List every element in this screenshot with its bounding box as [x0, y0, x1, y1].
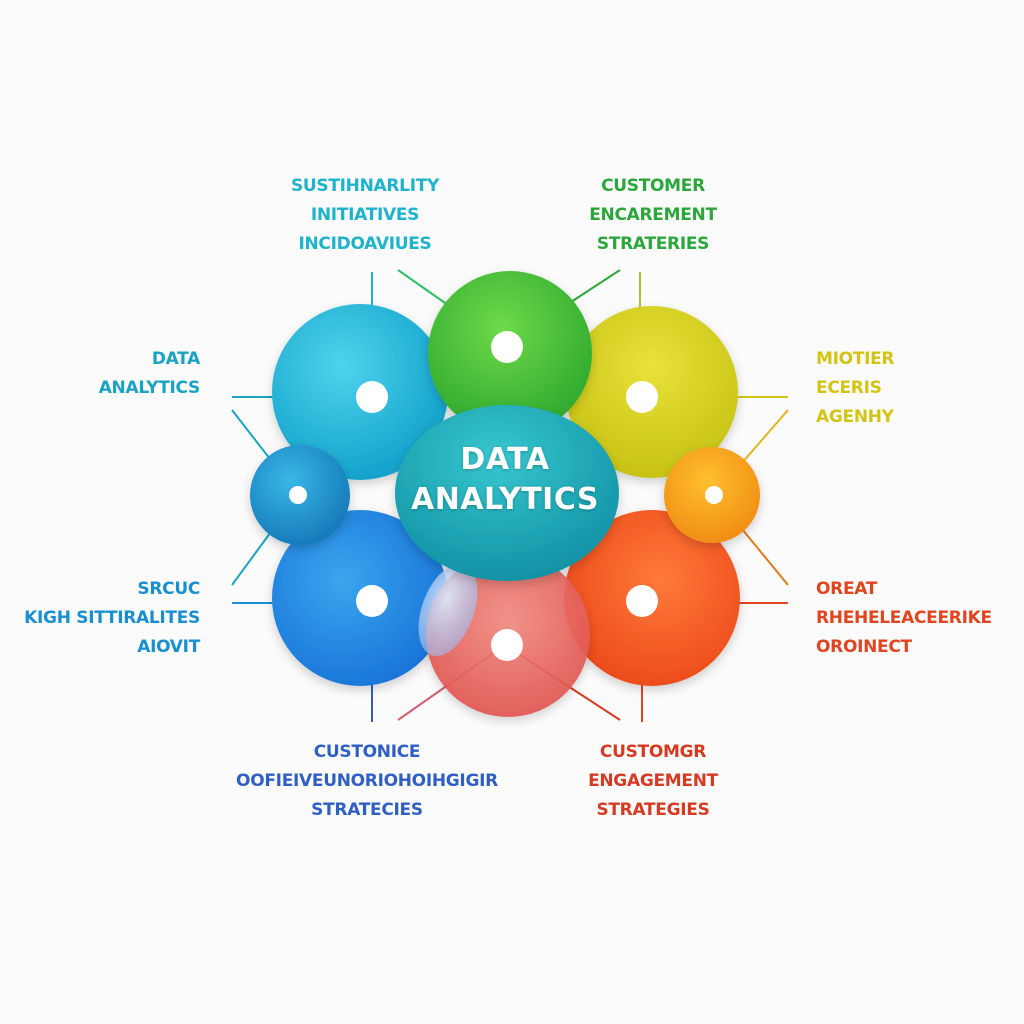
label-bottom-right-line-1: CUSTOMGR: [599, 742, 707, 762]
bubble-glass: [418, 564, 478, 656]
label-top-left-line-2: INITIATIVES: [310, 205, 420, 225]
node-dot-green: [491, 331, 523, 363]
label-right-upper-line-1: MIOTIER: [816, 349, 895, 369]
label-top-left: SUSTIHNARLITY INITIATIVES INCIDOAVIUES: [250, 172, 480, 259]
label-left-lower-line-1: SRCUC: [137, 579, 200, 599]
label-bottom-left-line-2: OOFIEIVEUNORIOHOIHGIGIR: [236, 771, 498, 791]
label-top-left-line-3: INCIDOAVIUES: [298, 234, 432, 254]
label-left-lower: SRCUC KIGH SITTIRALITES AIOVIT: [20, 575, 200, 662]
label-left-upper-line-1: DATA: [151, 349, 200, 369]
label-right-lower-line-3: OROINECT: [816, 637, 912, 657]
center-label-line-1: DATA: [460, 442, 550, 477]
label-right-lower-line-2: RHEHELEACEERIKE: [816, 608, 992, 628]
label-right-upper: MIOTIER ECERIS AGENHY: [816, 345, 956, 432]
center-label: DATA ANALYTICS: [395, 440, 615, 520]
label-left-upper-line-2: ANALYTICS: [98, 378, 201, 398]
label-bottom-left-line-3: STRATECIES: [311, 800, 423, 820]
label-left-upper: DATA ANALYTICS: [60, 345, 201, 403]
label-left-lower-line-3: AIOVIT: [137, 637, 200, 657]
label-bottom-right: CUSTOMGR ENGAGEMENT STRATEGIES: [548, 738, 758, 825]
label-bottom-right-line-2: ENGAGEMENT: [588, 771, 718, 791]
center-label-line-2: ANALYTICS: [410, 482, 599, 517]
label-top-right-line-2: ENCAREMENT: [589, 205, 717, 225]
node-dot-yellow: [626, 381, 658, 413]
node-dots: [289, 331, 723, 661]
label-right-lower: OREAT RHEHELEACEERIKE OROINECT: [816, 575, 1016, 662]
label-right-upper-line-3: AGENHY: [816, 407, 894, 427]
node-dot-orange: [626, 585, 658, 617]
label-right-lower-line-1: OREAT: [816, 579, 878, 599]
node-dot-blue: [356, 585, 388, 617]
node-dot-small-right: [705, 486, 723, 504]
label-left-lower-line-2: KIGH SITTIRALITES: [24, 608, 200, 628]
label-top-left-line-1: SUSTIHNARLITY: [290, 176, 440, 196]
node-dot-small-left: [289, 486, 307, 504]
label-right-upper-line-2: ECERIS: [816, 378, 882, 398]
label-top-right: CUSTOMER ENCAREMENT STRATERIES: [548, 172, 758, 259]
label-bottom-right-line-3: STRATEGIES: [596, 800, 710, 820]
label-top-right-line-3: STRATERIES: [596, 234, 710, 254]
node-dot-red: [491, 629, 523, 661]
label-bottom-left: CUSTONICE OOFIEIVEUNORIOHOIHGIGIR STRATE…: [222, 738, 512, 825]
bubble-center: [395, 405, 619, 581]
label-top-right-line-1: CUSTOMER: [601, 176, 705, 196]
label-bottom-left-line-1: CUSTONICE: [313, 742, 421, 762]
node-dot-cyan: [356, 381, 388, 413]
